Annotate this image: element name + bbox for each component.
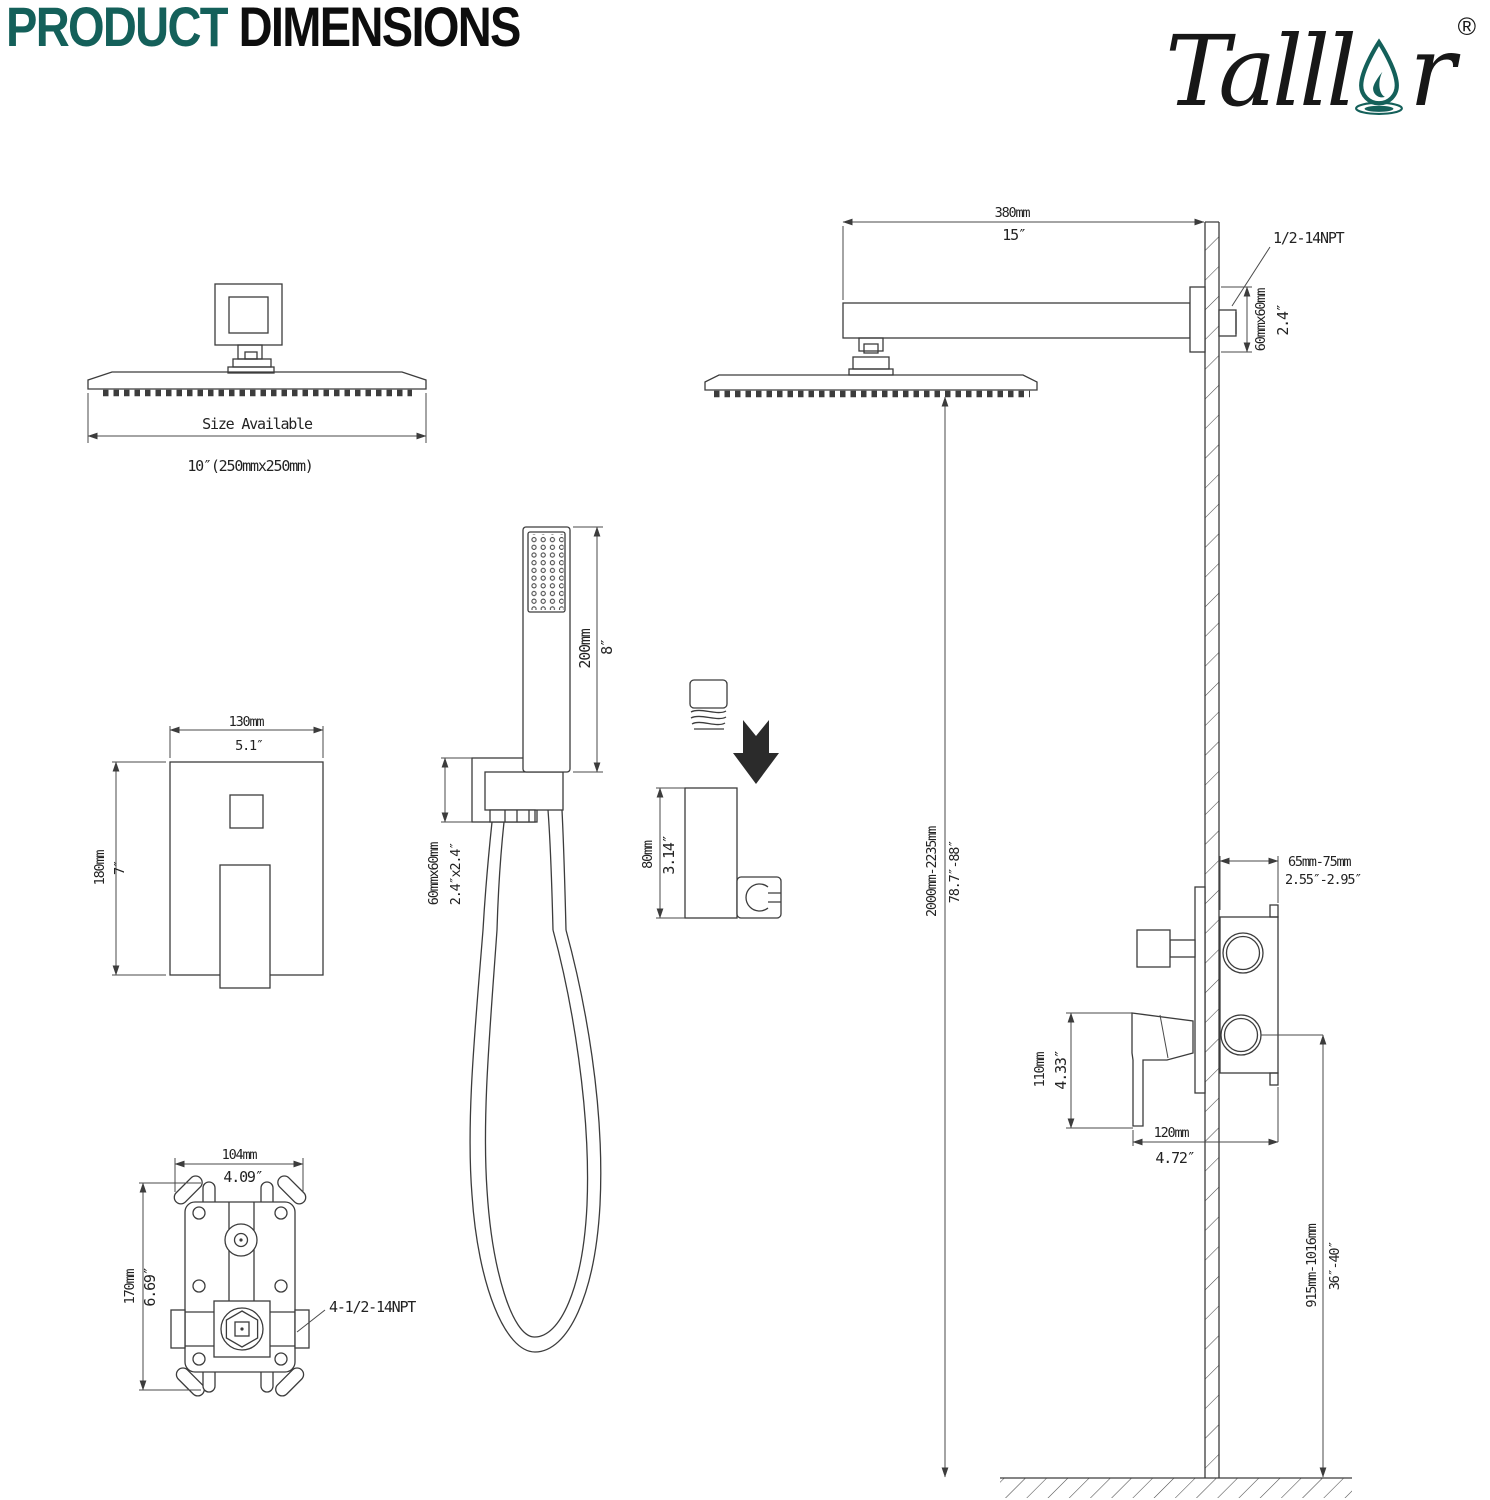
down-arrow-icon — [733, 720, 779, 784]
dim-holder-in: 3.14″ — [660, 835, 678, 874]
diverter-knob — [1136, 929, 1171, 968]
water-drop-icon — [1355, 38, 1404, 115]
dim-handheld-in: 8″ — [598, 639, 616, 655]
handheld-shower-view: 200mm 8″ 60mmx60mm 2.4″x2.4″ — [426, 526, 616, 1353]
dim-height-mm: 2000mm-2235mm — [924, 826, 940, 917]
dim-trim-height-in: 7″ — [112, 861, 128, 875]
dim-handle-width-in: 4.72″ — [1155, 1149, 1194, 1167]
dim-handle-height-mm: 110mm — [1032, 1052, 1048, 1088]
hose-loop-outer — [469, 929, 602, 1353]
dim-depth-in: 2.55″-2.95″ — [1285, 872, 1361, 888]
dim-holder-mm: 80mm — [640, 840, 656, 869]
dim-trim-width-in: 5.1″ — [235, 738, 263, 754]
rough-in-valve-view: 104mm 4.09″ 170mm 6.69″ 4-1/2-14NPT — [122, 1147, 418, 1397]
dim-arm-flange-mm: 60mmx60mm — [1253, 288, 1269, 351]
dim-rough-width-mm: 104mm — [222, 1147, 258, 1163]
dim-depth-mm: 65mm-75mm — [1288, 854, 1351, 870]
dim-valve-height-in: 36″-40″ — [1327, 1242, 1343, 1291]
dim-arm-flange-in: 2.4″ — [1274, 304, 1292, 335]
dim-handle-width-mm: 120mm — [1154, 1125, 1190, 1141]
arm-npt-label: 1/2-14NPT — [1273, 229, 1345, 247]
size-option-label: 10″(250mmx250mm) — [187, 457, 312, 475]
logo-word-end: r — [1409, 14, 1455, 128]
dim-rough-width-in: 4.09″ — [223, 1168, 262, 1186]
logo-word-start: Talll — [1165, 14, 1357, 128]
dim-rough-height-in: 6.69″ — [141, 1267, 159, 1306]
floor-section — [1000, 1478, 1352, 1498]
title-dimensions: DIMENSIONS — [238, 0, 522, 58]
wall-section — [1205, 222, 1219, 1478]
dim-head-width-in: 15″ — [1002, 226, 1026, 244]
dim-handheld-mm: 200mm — [576, 628, 594, 668]
dim-valve-height-mm: 915mm-1016mm — [1304, 1223, 1320, 1307]
spray-face-dots — [529, 534, 564, 610]
title-product: PRODUCT — [6, 0, 229, 58]
installed-system-side-view: 380mm 15″ 1/2-14NPT 60mmx60mm 2.4″ 2000m… — [704, 205, 1362, 1498]
dim-head-width-mm: 380mm — [995, 205, 1031, 221]
lever-handle — [1131, 1012, 1194, 1127]
trim-plate-edge — [1194, 886, 1206, 1094]
dim-trim-height-mm: 180mm — [92, 850, 108, 886]
size-available-label: Size Available — [202, 415, 313, 433]
dim-rough-height-mm: 170mm — [122, 1269, 138, 1305]
shower-arm — [842, 302, 1191, 339]
hose-upper — [482, 809, 567, 931]
brand-logo: Talll r ® — [1165, 0, 1476, 128]
dim-handle-height-in: 4.33″ — [1052, 1050, 1070, 1089]
overhead-shower-front-view: Size Available 10″(250mmx250mm) — [87, 283, 427, 475]
rough-npt-label: 4-1/2-14NPT — [329, 1298, 416, 1316]
hose-loop-inner — [484, 929, 589, 1338]
valve-trim-plate-view: 130mm 5.1″ 180mm 7″ — [92, 714, 324, 989]
registered-mark: ® — [1457, 13, 1476, 41]
dim-height-in: 78.7″-88″ — [947, 841, 963, 903]
dim-bracket-in: 2.4″x2.4″ — [448, 843, 464, 905]
shower-head — [704, 374, 1038, 391]
dim-bracket-mm: 60mmx60mm — [426, 842, 442, 905]
dim-trim-width-mm: 130mm — [229, 714, 265, 730]
holder-and-connector-view: 80mm 3.14″ — [640, 679, 782, 919]
